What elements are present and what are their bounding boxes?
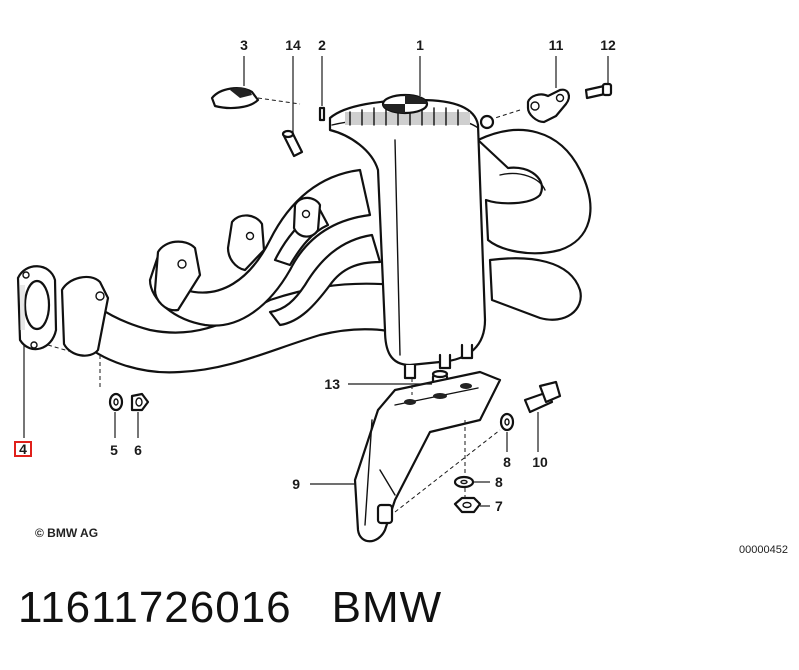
part-3-clip [210,87,260,110]
callout-8-lower[interactable]: 8 [495,474,503,490]
callout-9[interactable]: 9 [292,476,300,492]
part-number-caption: 11611726016 BMW [18,583,482,633]
part-2-stud [318,106,326,122]
callout-4-highlight [14,441,32,457]
part-8-washer-upper [499,412,515,432]
leader-lines [23,56,609,507]
part-7-nut [453,496,482,514]
part-10-bolt [523,380,562,414]
part-12-bolt [584,82,613,100]
callout-7[interactable]: 7 [495,498,503,514]
copyright-notice: © BMW AG [35,526,98,540]
callout-11[interactable]: 11 [549,37,564,53]
callout-14[interactable]: 14 [285,37,301,53]
callout-5[interactable]: 5 [110,442,118,458]
part-4-gasket [16,265,58,351]
assembly-dashed-lines [47,97,521,513]
part-6-nut [130,392,150,412]
callout-labels: 3 14 2 1 11 12 4 5 6 13 9 8 10 8 7 [14,37,616,514]
part-8-washer-lower [453,475,475,489]
part-number: 11611726016 [18,583,292,632]
diagram-id: 00000452 [739,544,788,556]
part-11-bracket [526,88,570,124]
callout-4[interactable]: 4 [19,441,27,457]
part-9-support-bracket [353,370,502,543]
part-5-washer [108,392,124,412]
callout-3[interactable]: 3 [240,37,248,53]
brand-name: BMW [331,583,443,632]
plenum-ribs [345,107,470,126]
callout-13[interactable]: 13 [324,376,340,392]
bmw-roundel-icon [381,93,429,115]
callout-1[interactable]: 1 [416,37,424,53]
callout-8-upper[interactable]: 8 [503,454,511,470]
intake-manifold-illustration [60,93,592,380]
callout-2[interactable]: 2 [318,37,326,53]
callout-10[interactable]: 10 [532,454,548,470]
callout-12[interactable]: 12 [600,37,616,53]
callout-6[interactable]: 6 [134,442,142,458]
part-14-sleeve [281,129,304,158]
